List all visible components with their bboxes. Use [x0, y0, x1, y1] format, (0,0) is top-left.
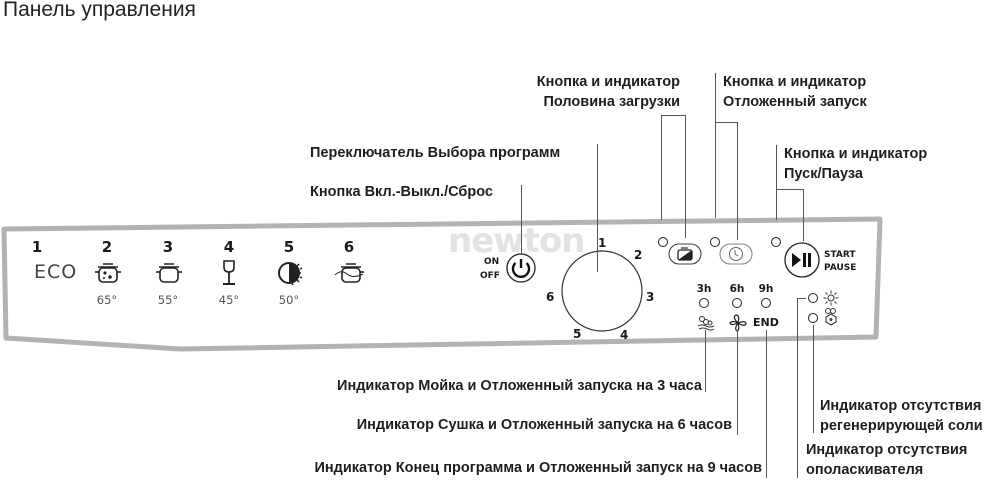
program-number-2: 2 — [101, 238, 113, 256]
callout-line-half-load — [685, 115, 686, 238]
callout-line-rinse-h — [797, 298, 806, 299]
fan-icon — [729, 314, 747, 332]
dial-number-2: 2 — [634, 248, 643, 262]
callout-start-pause: Кнопка и индикатор Пуск/Пауза — [784, 146, 928, 182]
page-title: Панель управления — [3, 0, 196, 21]
salt-icon — [825, 308, 837, 326]
pot-icon — [156, 263, 182, 283]
delay-start-button[interactable] — [719, 243, 753, 265]
glass-icon — [223, 260, 235, 285]
callout-line-start-pause-v2 — [803, 189, 804, 241]
callout-program-selector: Переключатель Выбора программ — [310, 145, 561, 161]
power-off-label: OFF — [480, 271, 500, 281]
start-pause-indicator — [771, 237, 781, 247]
callout-line-selector — [597, 144, 598, 272]
power-button[interactable] — [505, 252, 537, 284]
callout-rinse-aid: Индикатор отсутствия ополаскивателя — [806, 442, 968, 478]
clock-icon — [729, 247, 743, 261]
pause-label: PAUSE — [824, 263, 857, 273]
callout-line-salt — [813, 325, 814, 433]
salt-indicator — [808, 313, 818, 323]
program-temp-2: 65° — [96, 293, 118, 307]
rinse-aid-indicator — [808, 293, 818, 303]
program-number-6: 6 — [343, 238, 355, 256]
power-on-label: ON — [484, 257, 500, 267]
callout-line-half-load-h — [661, 115, 685, 116]
dial-number-5: 5 — [573, 327, 582, 341]
program-number-1: 1 — [31, 238, 43, 256]
program-temp-5: 50° — [278, 293, 300, 307]
callout-line-start-pause-h — [776, 189, 803, 190]
callout-line-half-load-v2 — [661, 115, 662, 220]
start-label: START — [824, 250, 856, 260]
callout-delay-start: Кнопка и индикатор Отложенный запуск — [723, 74, 867, 110]
callout-line-rinse — [797, 298, 798, 478]
callout-end-9h: Индикатор Конец программа и Отложенный з… — [314, 460, 763, 476]
program-temp-3: 55° — [157, 293, 179, 307]
callout-dry-6h: Индикатор Сушка и Отложенный запуска на … — [356, 417, 732, 433]
dial-number-6: 6 — [546, 290, 555, 304]
program-eco-label: ECO — [34, 261, 78, 283]
dry-6h-indicator — [732, 298, 742, 308]
timer-3h-label: 3h — [696, 283, 712, 295]
half-load-button[interactable] — [668, 243, 702, 265]
callout-salt: Индикатор отсутствия регенерирующей соли — [820, 398, 983, 434]
callout-line-delay — [715, 73, 716, 218]
timer-6h-label: 6h — [729, 283, 745, 295]
power-icon — [511, 259, 531, 278]
soak-pot-icon — [334, 263, 364, 283]
program-number-3: 3 — [162, 238, 174, 256]
play-pause-icon — [792, 253, 811, 267]
callout-line-delay-v2 — [737, 122, 738, 240]
callout-on-off: Кнопка Вкл.-Выкл./Сброс — [310, 184, 493, 200]
timer-9h-label: 9h — [758, 283, 774, 295]
callout-half-load: Кнопка и индикатор Половина загрузки — [536, 74, 680, 110]
wash-3h-indicator — [699, 298, 709, 308]
callout-wash-3h: Индикатор Мойка и Отложенный запуска на … — [337, 378, 702, 394]
start-pause-button[interactable] — [783, 241, 821, 279]
program-selector-dial[interactable] — [560, 249, 644, 333]
program-number-5: 5 — [283, 238, 295, 256]
end-9h-indicator — [761, 298, 771, 308]
end-label: END — [753, 316, 779, 329]
program-temp-4: 45° — [218, 293, 240, 307]
dial-number-1: 1 — [598, 236, 607, 250]
callout-line-power — [521, 185, 522, 255]
dial-number-4: 4 — [620, 328, 629, 342]
half-load-icon — [677, 247, 693, 261]
sun-icon — [823, 290, 839, 306]
program-number-4: 4 — [223, 238, 235, 256]
delay-start-indicator — [710, 237, 720, 247]
callout-line-start-pause — [776, 145, 777, 220]
callout-line-delay-h — [715, 122, 737, 123]
half-load-indicator — [658, 237, 668, 247]
pot-heavy-icon — [95, 263, 121, 283]
callout-line-end — [766, 330, 767, 478]
wash-icon — [697, 316, 715, 331]
callout-line-wash — [705, 330, 706, 392]
quick-clock-icon — [278, 262, 302, 286]
callout-line-dry — [737, 330, 738, 435]
dial-number-3: 3 — [646, 290, 655, 304]
